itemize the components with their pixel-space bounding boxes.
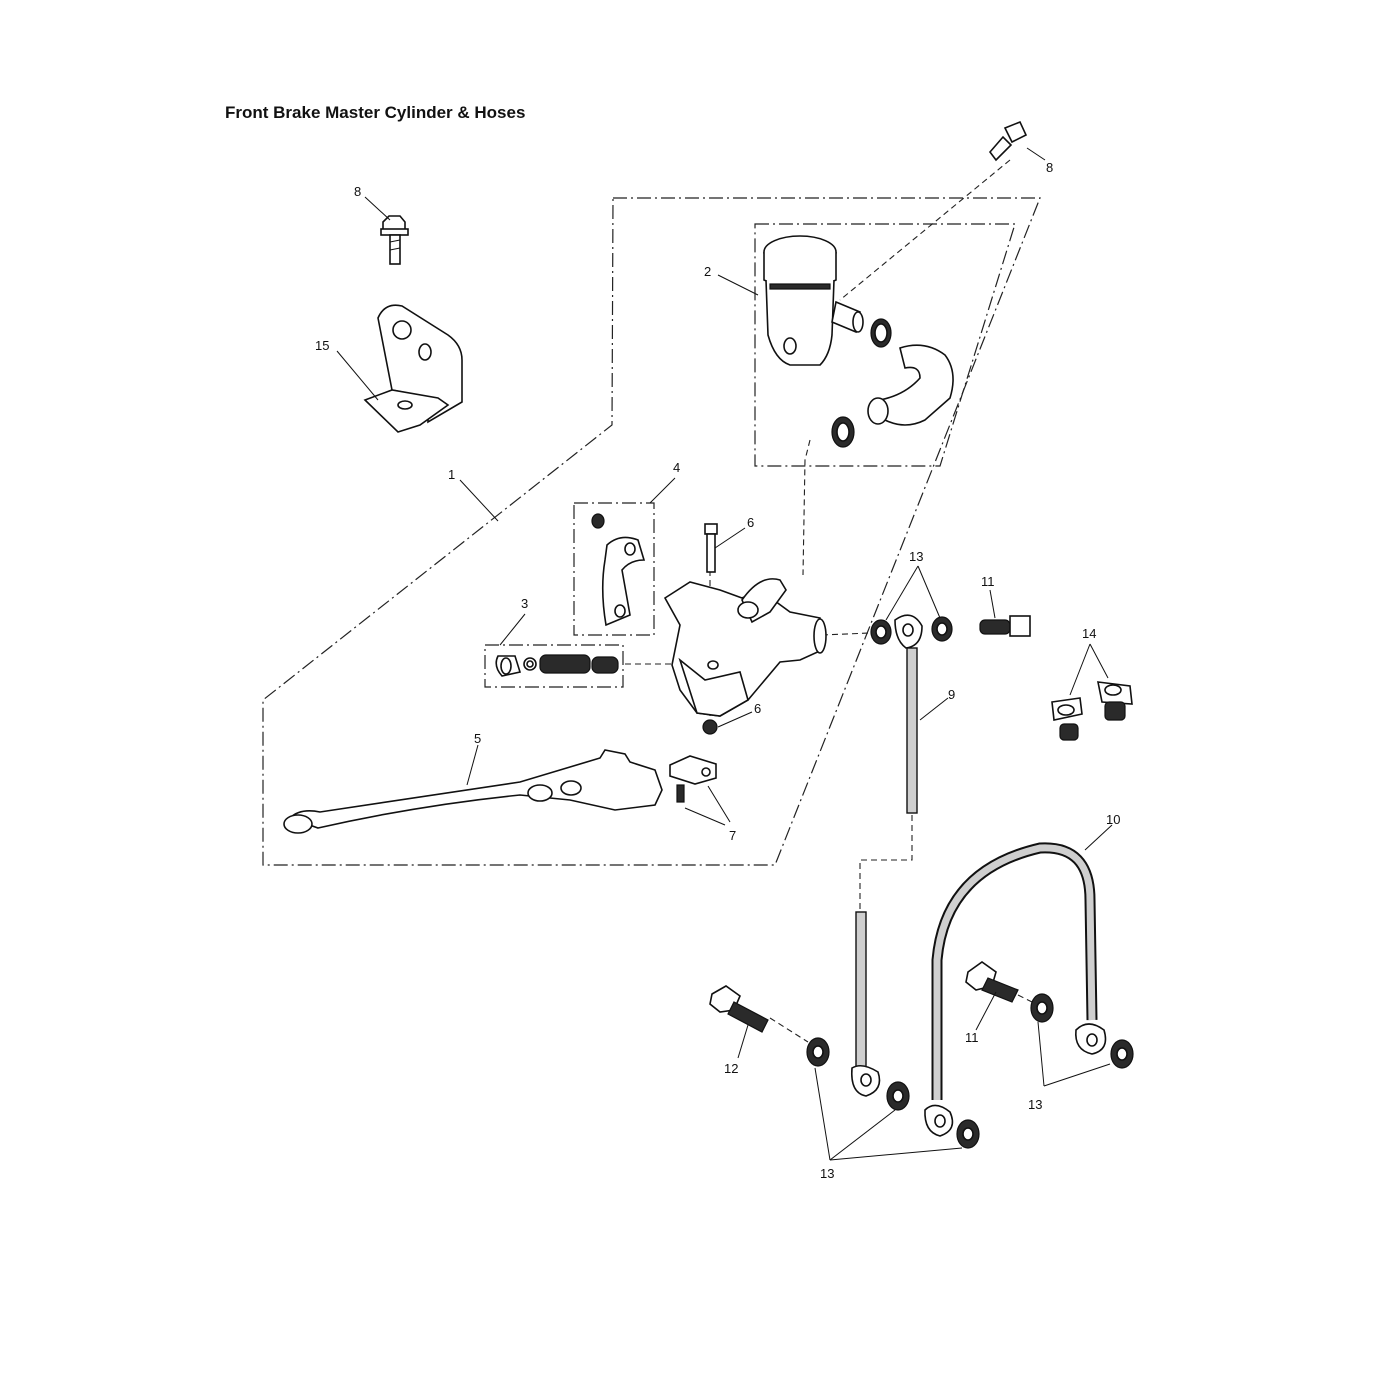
leader-lines — [336, 147, 1113, 1161]
bolt-8-right — [988, 120, 1028, 162]
bolt-11-lower-axis-line — [1017, 994, 1037, 1005]
washer-13-a — [806, 1037, 830, 1067]
callout-9: 9 — [948, 687, 955, 702]
pivot-7 — [669, 755, 717, 803]
callout-15: 15 — [315, 338, 329, 353]
piston-kit-outline — [484, 644, 624, 688]
bolt-12-axis-line — [769, 1017, 809, 1043]
master-cylinder-assembly-outline — [262, 197, 1041, 866]
reservoir-2 — [763, 235, 954, 448]
callout-10: 10 — [1106, 812, 1120, 827]
banjo-axis-line — [821, 632, 871, 636]
reservoir-hose-route-line — [802, 439, 811, 576]
washer-13-c — [956, 1119, 980, 1149]
lever-5 — [283, 749, 663, 834]
bracket-15 — [363, 304, 463, 433]
banjo-lower-middle — [924, 1104, 954, 1137]
banjo-lower-right — [1075, 1023, 1107, 1055]
callout-12: 12 — [724, 1061, 738, 1076]
callout-8-right: 8 — [1046, 160, 1053, 175]
diagram-title: Front Brake Master Cylinder & Hoses — [225, 103, 526, 122]
banjo-bolt-11-upper — [979, 615, 1031, 637]
washer-13-b — [886, 1081, 910, 1111]
callout-3: 3 — [521, 596, 528, 611]
hose-9-lower — [855, 911, 867, 1068]
piston-kit-3 — [495, 654, 619, 677]
washer-13-e — [1110, 1039, 1134, 1069]
hose-9-route-line — [859, 815, 913, 910]
banjo-bolt-12 — [709, 985, 769, 1033]
callout-5: 5 — [474, 731, 481, 746]
callout-8-left: 8 — [354, 184, 361, 199]
brake-switch-14-right — [1096, 681, 1133, 721]
bolt-8-centerline — [839, 159, 1011, 301]
callout-13-upper: 13 — [909, 549, 923, 564]
callout-6-lower: 6 — [754, 701, 761, 716]
callout-11-upper: 11 — [981, 574, 995, 589]
bolt-6-upper — [704, 523, 718, 573]
banjo-bolt-11-lower — [965, 961, 1019, 1003]
hose-10 — [931, 842, 1098, 1100]
callout-11-lower: 11 — [965, 1030, 979, 1045]
callout-4: 4 — [673, 460, 680, 475]
washer-13-d — [1030, 993, 1054, 1023]
callout-13-right: 13 — [1028, 1097, 1042, 1112]
banjo-assembly-upper — [870, 614, 953, 814]
callout-13-lower: 13 — [820, 1166, 834, 1181]
callout-7: 7 — [729, 828, 736, 843]
master-cylinder-body — [663, 578, 827, 717]
clamp-kit-outline — [573, 502, 655, 636]
hose-10-inner — [933, 844, 1096, 1100]
callout-2: 2 — [704, 264, 711, 279]
clamp-4 — [591, 513, 646, 627]
nut-6-lower — [702, 719, 718, 735]
bolt-8-left — [380, 215, 409, 265]
reservoir-assembly-outline — [754, 223, 1016, 467]
callout-14: 14 — [1082, 626, 1096, 641]
brake-switch-14-left — [1051, 697, 1083, 741]
callout-1: 1 — [448, 467, 455, 482]
callout-6-upper: 6 — [747, 515, 754, 530]
banjo-lower-left — [850, 1064, 881, 1097]
